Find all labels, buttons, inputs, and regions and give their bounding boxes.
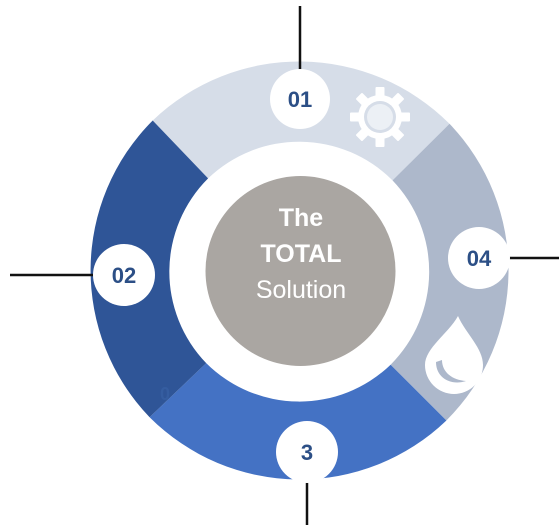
water-drop-icon [425, 316, 483, 394]
label-02: 02 [112, 263, 136, 288]
segment-04 [390, 123, 509, 421]
label-04: 04 [467, 246, 492, 271]
center-title-the: The [279, 204, 324, 232]
label-badge-3: 3 [276, 421, 338, 483]
label-01: 01 [288, 87, 312, 112]
label-badge-02: 02 [93, 244, 155, 306]
label-badge-01: 01 [270, 69, 330, 129]
segment-3 [149, 363, 447, 480]
label-3: 3 [301, 440, 313, 465]
gear-icon [350, 87, 410, 147]
center-circle [205, 176, 396, 366]
label-badge-04: 04 [448, 227, 510, 289]
faded-segment-text: 0 [160, 384, 170, 404]
center-title-solution: Solution [256, 276, 346, 304]
center-title-total: TOTAL [260, 240, 341, 268]
